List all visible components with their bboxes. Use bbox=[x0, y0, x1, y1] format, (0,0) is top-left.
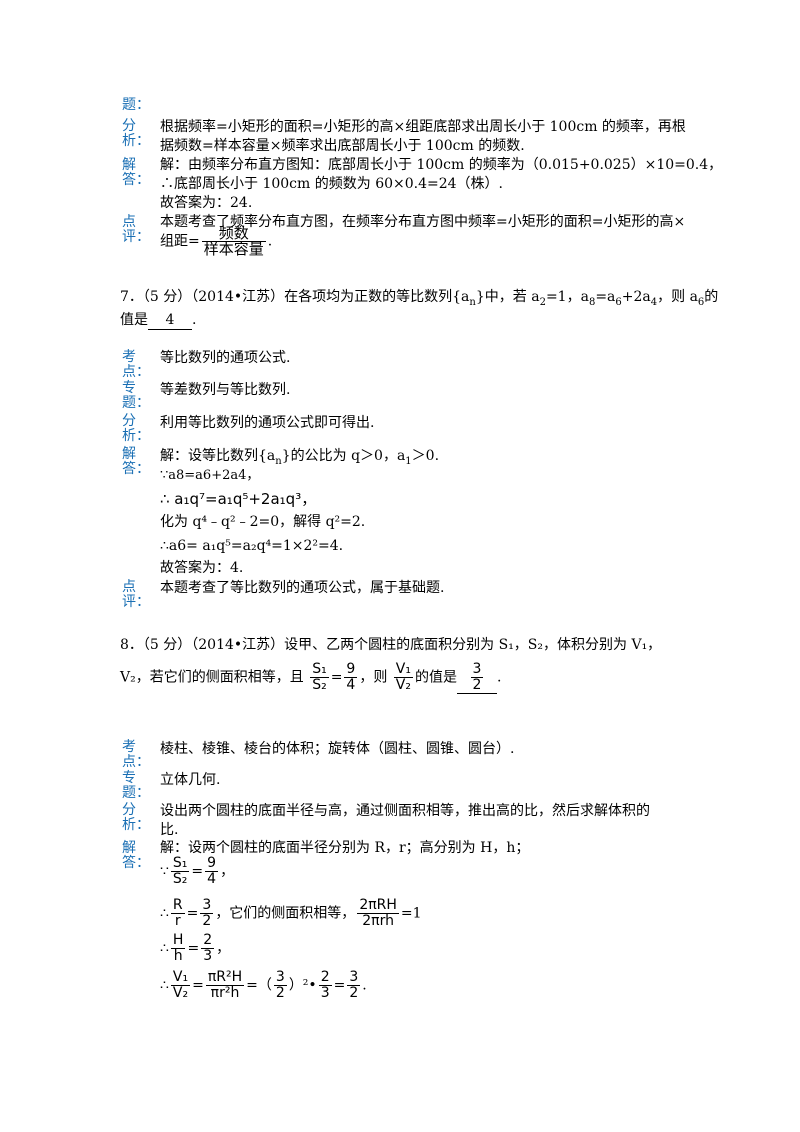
fraction-denominator: 样本容量 bbox=[203, 240, 264, 258]
kaodian-text: 等比数列的通项公式. bbox=[160, 350, 291, 366]
label-jieda: 解答： bbox=[122, 157, 150, 188]
dianping-text: 本题考查了等比数列的通项公式，属于基础题. bbox=[160, 580, 445, 596]
answer-blank: 4 bbox=[148, 311, 192, 330]
comment-line2: 组距=频数样本容量. bbox=[160, 224, 273, 258]
comment-line1: 本题考查了频率分布直方图，在频率分布直方图中频率=小矩形的面积=小矩形的高× bbox=[160, 214, 686, 230]
question-7-stem: 7．（5 分）（2014•江苏）在各项均为正数的等比数列{an}中，若 a2=1… bbox=[120, 289, 719, 308]
label-zhuanti: 专题： bbox=[122, 380, 150, 411]
zhuanti-text: 立体几何. bbox=[160, 772, 221, 788]
label-ti-tail: 题： bbox=[122, 97, 150, 113]
label-kaodian: 考点： bbox=[122, 349, 150, 380]
label-dianping: 点评： bbox=[122, 579, 150, 610]
solution-line5: ∴a6= a₁q⁵=a₂q⁴=1×2²=4. bbox=[160, 538, 344, 554]
solution-line2: ∵a8=a6+2a4， bbox=[160, 468, 260, 483]
zhuanti-text: 等差数列与等比数列. bbox=[160, 382, 291, 398]
fenxi-text-line2: 比. bbox=[160, 822, 179, 838]
label-fenxi: 分析： bbox=[122, 413, 150, 444]
kaodian-text: 棱柱、棱锥、棱台的体积；旋转体（圆柱、圆锥、圆台）. bbox=[160, 741, 515, 757]
fenxi-text-line1: 设出两个圆柱的底面半径与高，通过侧面积相等，推出高的比，然后求解体积的 bbox=[160, 803, 650, 819]
label-zhuanti: 专题： bbox=[122, 770, 150, 801]
solution-line2: ∴底部周长小于 100cm 的频数为 60×0.4=24（株）. bbox=[160, 176, 503, 192]
question-8-stem-line1: 8．（5 分）（2014•江苏）设甲、乙两个圆柱的底面积分别为 S₁，S₂，体积… bbox=[120, 637, 662, 653]
fenxi-text-line2: 据频数=样本容量×频率求出底部周长小于 100cm 的频数. bbox=[160, 138, 525, 154]
label-fenxi: 分析： bbox=[122, 118, 150, 149]
solution-line3: 故答案为：24. bbox=[160, 195, 253, 211]
label-kaodian: 考点： bbox=[122, 739, 150, 770]
label-fenxi: 分析： bbox=[122, 802, 150, 833]
solution-line1: 解：设两个圆柱的底面半径分别为 R，r；高分别为 H，h； bbox=[160, 840, 530, 856]
solution-line1: 解：设等比数列{an}的公比为 q＞0，a1＞0. bbox=[160, 448, 440, 467]
label-dianping: 点评： bbox=[122, 214, 150, 245]
fraction-numerator: 频数 bbox=[201, 226, 266, 242]
solution-line4: 化为 q⁴﹣q²﹣2=0，解得 q²=2. bbox=[160, 514, 366, 530]
solution-line1: 解：由频率分布直方图知：底部周长小于 100cm 的频率为（0.015+0.02… bbox=[160, 157, 723, 173]
label-jieda: 解答： bbox=[122, 446, 150, 477]
fenxi-text: 利用等比数列的通项公式即可得出. bbox=[160, 415, 375, 431]
solution-line6: 故答案为：4. bbox=[160, 560, 244, 576]
solution-line3: ∴ a₁q⁷=a₁q⁵+2a₁q³， bbox=[160, 490, 317, 508]
fenxi-text-line1: 根据频率=小矩形的面积=小矩形的高×组距底部求出周长小于 100cm 的频率，再… bbox=[160, 119, 686, 135]
label-jieda: 解答： bbox=[122, 840, 150, 871]
